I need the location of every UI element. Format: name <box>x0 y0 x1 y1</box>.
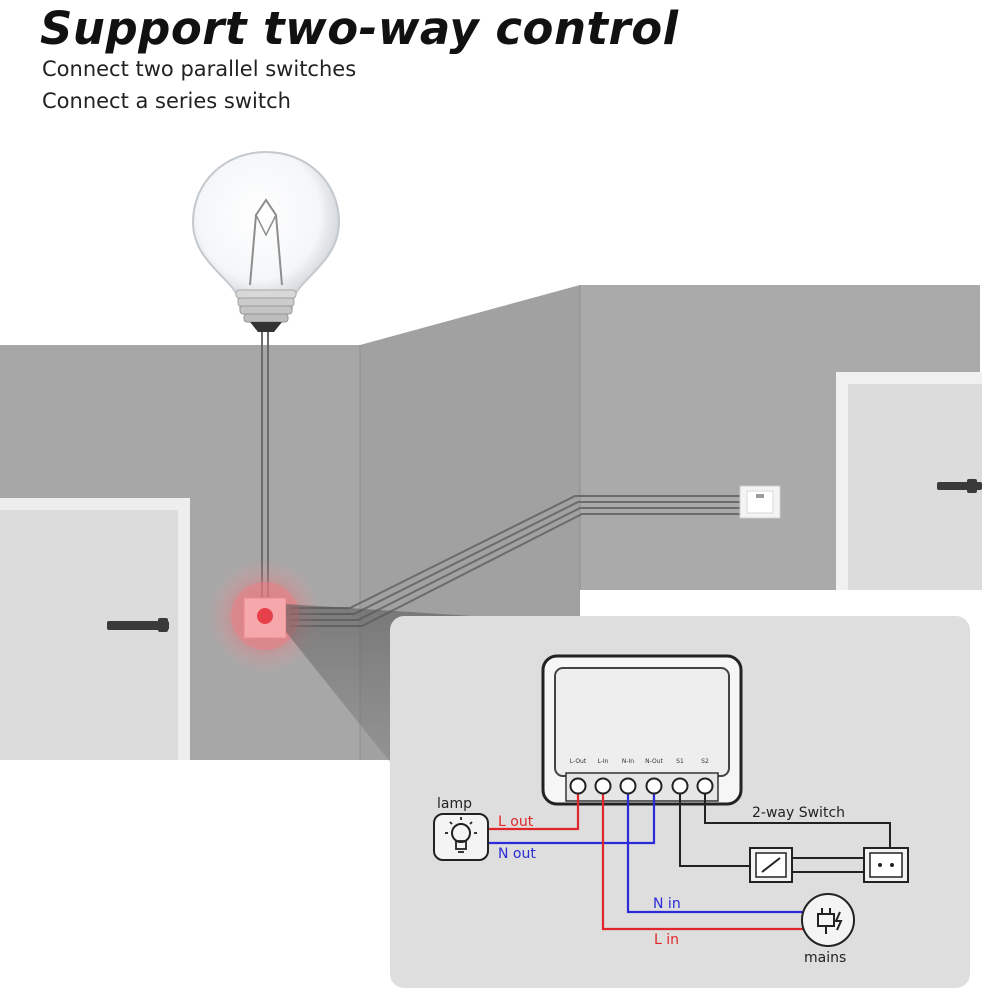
ceiling-wire <box>261 330 269 600</box>
lamp-icon <box>433 813 489 861</box>
wall-switch-icon[interactable] <box>739 485 781 519</box>
terminal-label-s1: S1 <box>676 758 684 765</box>
subtitle-series: Connect a series switch <box>42 89 291 113</box>
mains-label: mains <box>804 950 846 966</box>
smart-switch[interactable] <box>207 558 323 674</box>
n-in-label: N in <box>653 896 681 912</box>
terminal-label-lin: L-In <box>598 758 609 765</box>
terminal-labels: L-Out L-In N-In N-Out S1 S2 <box>570 758 709 765</box>
lamp-label: lamp <box>437 796 472 812</box>
relay-module <box>541 654 743 806</box>
plug-icon <box>801 893 855 947</box>
wire-s1-s2 <box>679 792 891 873</box>
page-title: Support two-way control <box>40 2 679 55</box>
wire-n-in <box>626 792 805 914</box>
wire-l-in <box>601 792 810 931</box>
two-way-switch-label: 2-way Switch <box>752 805 845 821</box>
terminal-label-nin: N-In <box>622 758 634 765</box>
terminal-label-s2: S2 <box>701 758 709 765</box>
door-icon-right <box>836 372 982 590</box>
light-bulb-icon <box>191 150 341 332</box>
terminal-label-lout: L-Out <box>570 758 587 765</box>
wiring-panel: L-Out L-In N-In N-Out S1 S2 <box>390 616 970 988</box>
l-in-label: L in <box>654 932 679 948</box>
two-way-switch-right <box>863 847 909 883</box>
door-icon <box>0 498 190 760</box>
n-out-label: N out <box>498 846 536 862</box>
wire-l-out <box>488 792 580 831</box>
terminals <box>569 777 714 795</box>
l-out-label: L out <box>498 814 534 830</box>
subtitle-parallel: Connect two parallel switches <box>42 57 357 81</box>
wire-n-out <box>488 792 656 845</box>
terminal-label-nout: N-Out <box>645 758 663 765</box>
two-way-switch-left <box>749 847 793 883</box>
